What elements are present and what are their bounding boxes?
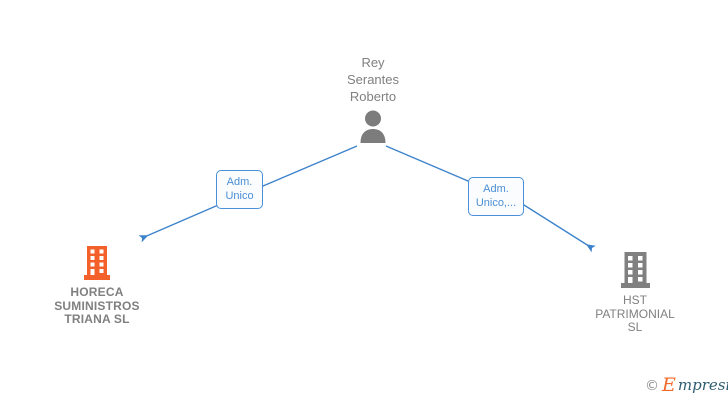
brand-initial: E	[662, 374, 676, 396]
building-icon	[84, 246, 110, 280]
company-node-hst[interactable]: HST PATRIMONIAL SL	[555, 252, 715, 335]
edge-label-adm-unico-right[interactable]: Adm. Unico,...	[468, 177, 524, 216]
company-name-label: HST PATRIMONIAL SL	[595, 293, 675, 334]
company-name-label: HORECA SUMINISTROS TRIANA SL	[54, 285, 140, 326]
copyright-icon: ©	[645, 377, 659, 394]
person-silhouette-icon	[360, 110, 386, 143]
person-name-label: Rey Serantes Roberto	[346, 55, 400, 104]
company-node-horeca[interactable]: HORECA SUMINISTROS TRIANA SL	[17, 246, 177, 327]
person-node[interactable]: Rey Serantes Roberto	[313, 54, 433, 143]
watermark: © E mpresia	[645, 376, 728, 395]
brand-name: mpresia	[677, 376, 728, 394]
building-icon	[620, 252, 650, 288]
edge-label-adm-unico-left[interactable]: Adm. Unico	[216, 170, 263, 209]
